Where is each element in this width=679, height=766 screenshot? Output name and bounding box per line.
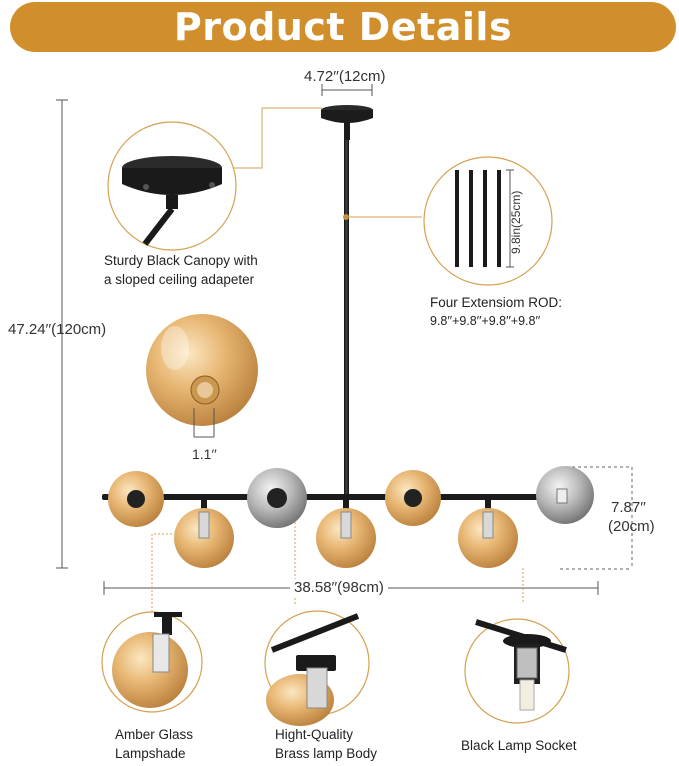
rod-caption: Four Extensiom ROD: 9.8′′+9.8′′+9.8′′+9.…: [430, 294, 562, 330]
shade-caption: Amber Glass Lampshade: [115, 726, 193, 764]
drop-height-label-cm: (20cm): [608, 518, 655, 535]
canopy-width-dimension: [321, 84, 373, 96]
height-dimension-line: [56, 99, 68, 569]
page-title: Product Details: [173, 5, 513, 49]
total-width-label: 38.58′′(98cm): [290, 579, 388, 596]
canopy-caption: Sturdy Black Canopy with a sloped ceilin…: [104, 252, 258, 290]
lamp-body-detail: [264, 610, 370, 726]
body-caption-line2: Brass lamp Body: [275, 745, 378, 761]
ceiling-canopy: [321, 105, 373, 140]
socket-caption: Black Lamp Socket: [461, 737, 577, 756]
canopy-caption-line2: a sloped ceiling adapeter: [104, 271, 255, 287]
title-banner: Product Details: [10, 2, 676, 52]
rod-caption-line1: Four Extensiom ROD:: [430, 295, 563, 310]
total-height-label: 47.24′′(120cm): [8, 321, 107, 338]
canopy-width-label: 4.72′′(12cm): [304, 68, 386, 85]
canopy-callout: [107, 107, 322, 251]
globe-lamps: [108, 466, 594, 568]
rod-caption-line2: 9.8′′+9.8′′+9.8′′+9.8′′: [430, 313, 541, 328]
main-stem: [344, 140, 349, 498]
rod-length-label: 9.8in(25cm): [509, 190, 523, 254]
rod-joint: [343, 214, 349, 220]
globe-detail: [146, 314, 258, 438]
globe-opening-label: 1.1′′: [192, 446, 217, 462]
shade-caption-line2: Lampshade: [115, 745, 186, 761]
socket-caption-line1: Black Lamp Socket: [461, 738, 577, 753]
extension-rod-callout: [349, 156, 553, 286]
body-caption-line1: Hight-Quality: [275, 727, 354, 742]
drop-height-label-in: 7.87′′: [611, 499, 646, 516]
body-caption: Hight-Quality Brass lamp Body: [275, 726, 377, 764]
shade-detail: [101, 611, 203, 713]
shade-caption-line1: Amber Glass: [115, 727, 194, 742]
canopy-caption-line1: Sturdy Black Canopy with: [104, 253, 258, 268]
socket-detail: [464, 618, 570, 724]
horizontal-bar: [102, 494, 572, 500]
